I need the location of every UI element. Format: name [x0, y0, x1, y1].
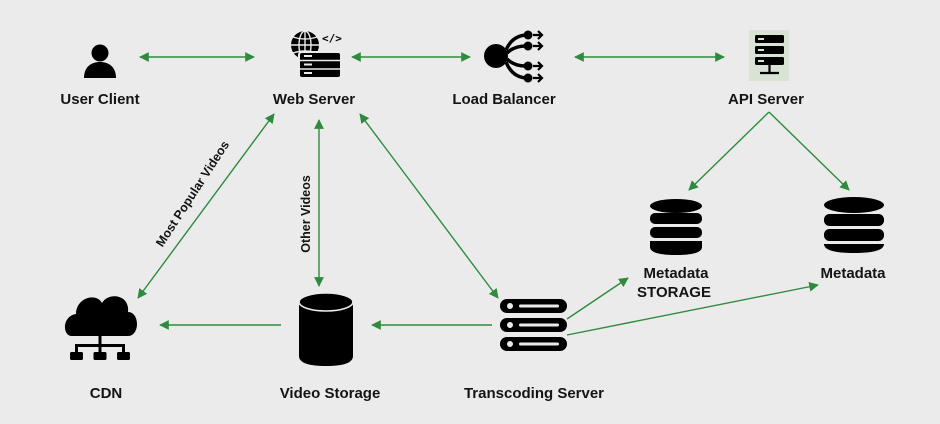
- user-icon: [84, 44, 116, 78]
- api-server-label: API Server: [728, 91, 804, 108]
- web-server-icon: </>: [291, 30, 342, 79]
- metadata-label: Metadata: [820, 265, 886, 282]
- edge-label-other-videos: Other Videos: [299, 175, 313, 253]
- database-icon: [824, 197, 884, 253]
- svg-text:</>: </>: [322, 32, 342, 45]
- cylinder-storage-icon: [298, 292, 354, 366]
- database-icon: [650, 199, 702, 255]
- user-client-label: User Client: [60, 91, 139, 108]
- metadata-storage-label-1: Metadata: [643, 265, 709, 282]
- cdn-label: CDN: [90, 385, 123, 402]
- edge-label-most-popular: Most Popular Videos: [153, 138, 232, 249]
- web-server-label: Web Server: [273, 91, 355, 108]
- load-balancer-icon: [484, 30, 544, 83]
- edge-transcoding-metadata-storage: [566, 277, 629, 320]
- edge-web-transcoding: [359, 113, 499, 299]
- edges: [137, 52, 850, 336]
- transcoding-server-label: Transcoding Server: [464, 385, 604, 402]
- video-storage-label: Video Storage: [280, 385, 381, 402]
- load-balancer-label: Load Balancer: [452, 91, 556, 108]
- edge-web-cdn: [137, 113, 275, 299]
- cloud-network-icon: [64, 296, 137, 360]
- edge-api-metadata-storage: [688, 111, 770, 191]
- edge-api-metadata: [768, 111, 850, 191]
- server-stack-icon: [500, 299, 567, 351]
- edge-transcoding-metadata: [566, 281, 819, 336]
- metadata-storage-label-2: STORAGE: [637, 284, 711, 301]
- server-rack-icon: [749, 30, 789, 81]
